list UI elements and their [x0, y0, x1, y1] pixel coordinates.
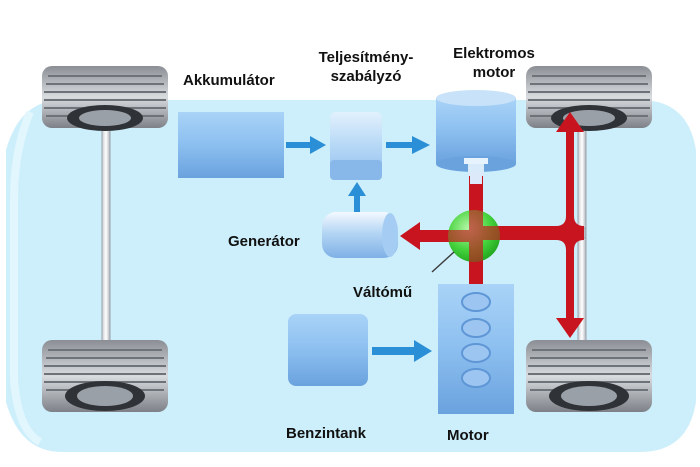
power-controller-label-line1: Teljesítmény- [318, 49, 414, 66]
vehicle-body-highlight [10, 110, 43, 446]
electric-motor-label-line1: Elektromos [453, 45, 535, 62]
electric-motor-block [436, 90, 516, 178]
battery-block [178, 112, 284, 178]
engine-label: Motor [447, 427, 489, 444]
arrow-icon [556, 112, 584, 132]
electric-motor-label-line2: motor [472, 64, 516, 81]
tire-icon [526, 340, 652, 412]
transmission-label: Váltómű [353, 284, 413, 301]
arrow-icon [556, 318, 584, 338]
tire-icon [526, 66, 652, 131]
engine-block [438, 284, 514, 414]
vehicle-body [6, 100, 696, 452]
fuel-tank-block [288, 314, 368, 386]
power-controller-label-line2: szabályzó [330, 68, 402, 85]
electric-motor-label: Elektromos motor [436, 44, 552, 82]
arrow-icon [400, 222, 420, 250]
generator-label: Generátor [228, 233, 300, 250]
rear-axle-left [101, 117, 111, 351]
power-controller-base [330, 160, 382, 180]
generator-block [322, 212, 398, 258]
arrow-icon [348, 182, 366, 212]
tire-icon [42, 66, 168, 131]
fuel-tank-label: Benzintank [286, 425, 367, 442]
arrow-icon [286, 136, 326, 154]
arrow-icon [372, 340, 432, 362]
arrow-icon [386, 136, 430, 154]
power-controller-label: Teljesítmény- szabályzó [304, 48, 428, 86]
transmission-pointer [431, 251, 455, 273]
battery-label: Akkumulátor [183, 72, 275, 89]
tire-icon [42, 340, 168, 412]
